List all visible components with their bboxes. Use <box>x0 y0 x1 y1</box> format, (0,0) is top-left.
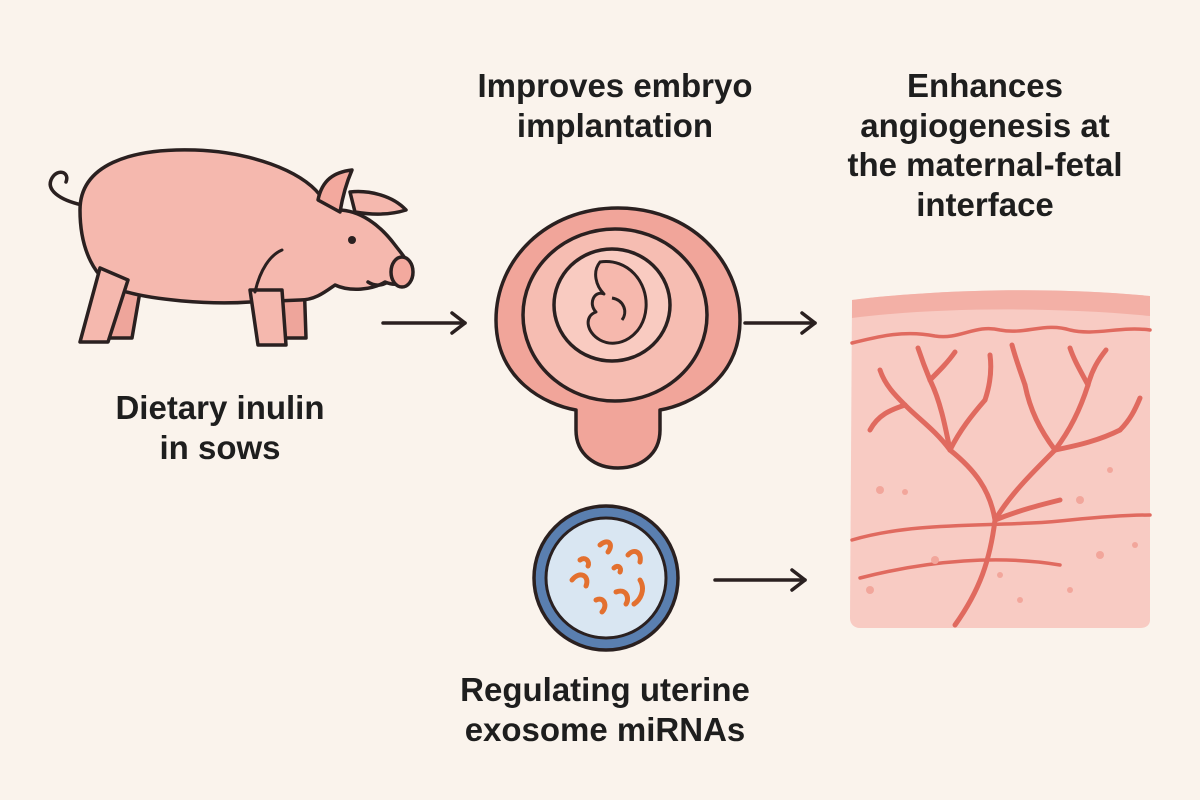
arrow-icon <box>743 311 817 335</box>
exosome-mirnas-label: Regulating uterine exosome miRNAs <box>410 670 800 749</box>
angiogenesis-line: Enhances <box>907 67 1063 104</box>
embryo-implantation-label: Improves embryo implantation <box>420 66 810 145</box>
dietary-inulin-line: Dietary inulin <box>115 389 325 426</box>
arrow-icon <box>381 311 467 335</box>
exosome-mirna-icon <box>532 504 680 652</box>
uterus-embryo-icon <box>494 206 742 470</box>
exosome-mirnas-line: exosome miRNAs <box>464 710 746 748</box>
arrow-icon <box>713 568 807 592</box>
dietary-inulin-line: in sows <box>159 428 281 466</box>
pig-icon <box>48 148 415 347</box>
dietary-inulin-label: Dietary inulin in sows <box>70 388 370 467</box>
placental-tissue-vessels-icon <box>850 290 1152 628</box>
exosome-mirnas-line: Regulating uterine <box>460 671 750 708</box>
angiogenesis-line: the maternal-fetal <box>847 146 1123 184</box>
embryo-implantation-line: Improves embryo <box>477 67 753 104</box>
angiogenesis-line: angiogenesis at <box>860 106 1110 144</box>
angiogenesis-label: Enhances angiogenesis at the maternal-fe… <box>805 66 1165 224</box>
angiogenesis-line: interface <box>916 185 1054 223</box>
embryo-implantation-line: implantation <box>516 106 714 144</box>
